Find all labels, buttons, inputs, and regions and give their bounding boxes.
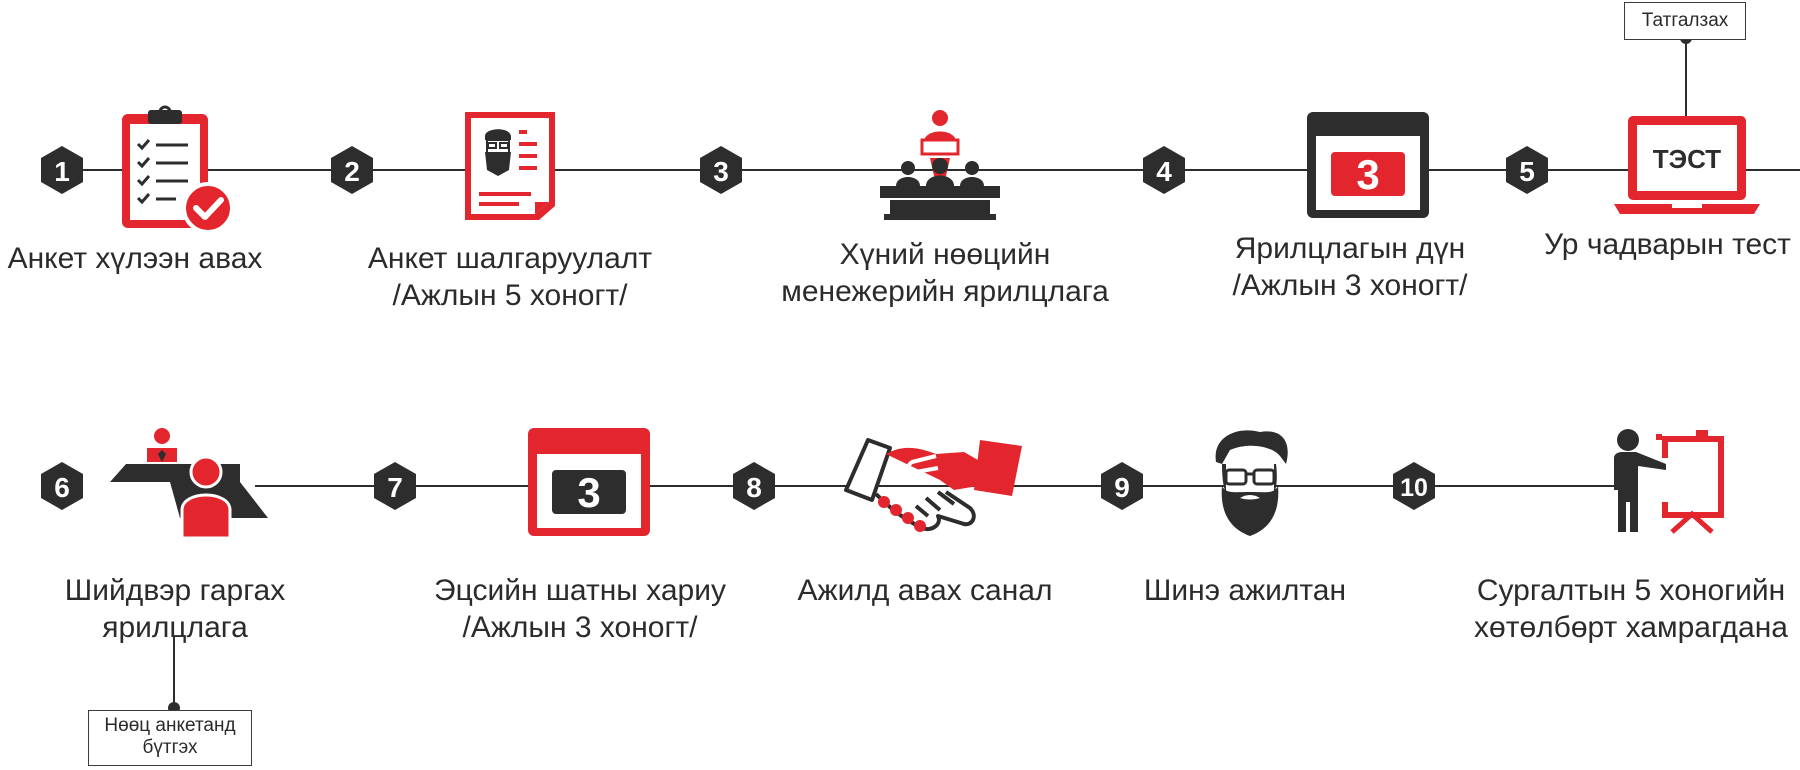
step-badge-7: 7	[374, 462, 416, 510]
step-badge-10: 10	[1393, 462, 1435, 510]
step-label-line: Ур чадварын тест	[1544, 228, 1791, 261]
step-label-6: Шийдвэр гаргах ярилцлага	[45, 572, 305, 646]
svg-text:8: 8	[746, 472, 762, 503]
step-label-line: Сургалтын 5 хоногийн	[1476, 574, 1786, 607]
step-label-line: /Ажлын 5 хоногт/	[392, 279, 628, 312]
step-badge-1: 1	[41, 146, 83, 194]
svg-text:7: 7	[387, 472, 403, 503]
clipboard-check-icon	[122, 105, 234, 234]
svg-text:10: 10	[1400, 474, 1428, 502]
step-badge-4: 4	[1143, 146, 1185, 194]
training-presenter-icon	[1614, 429, 1728, 534]
step-label-line: Анкет шалгаруулалт	[367, 242, 653, 275]
reserve-note-line: Нөөц анкетанд	[104, 715, 236, 736]
step-label-line: Эцсийн шатны хариу	[434, 574, 726, 607]
svg-text:6: 6	[54, 472, 70, 503]
step-badge-5: 5	[1506, 146, 1548, 194]
laptop-test-icon: ТЭСТ	[1614, 116, 1760, 214]
step-label-line: менежерийн ярилцлага	[781, 275, 1109, 308]
step-badge-8: 8	[733, 462, 775, 510]
step-badge-6: 6	[41, 462, 83, 510]
handshake-icon	[844, 438, 1022, 532]
laptop-screen-text: ТЭСТ	[1653, 144, 1722, 174]
decision-interview-icon	[110, 428, 268, 540]
step-label-7: Эцсийн шатны хариу /Ажлын 3 хоногт/	[410, 572, 750, 646]
step-badge-2: 2	[331, 146, 373, 194]
step-label-5: Ур чадварын тест	[1535, 226, 1800, 263]
step-label-line: Шинэ ажилтан	[1143, 574, 1347, 607]
step-label-line: Анкет хүлээн авах	[7, 242, 263, 275]
step-label-line: ярилцлага	[102, 611, 248, 644]
step-label-2: Анкет шалгаруулалт /Ажлын 5 хоногт/	[350, 240, 670, 314]
step-label-10: Сургалтын 5 хоногийн хөтөлбөрт хамрагдан…	[1462, 572, 1800, 646]
panel-interview-icon	[880, 110, 1000, 220]
step-label-9: Шинэ ажилтан	[1130, 572, 1360, 609]
step-badge-3: 3	[700, 146, 742, 194]
step-label-line: Хүний нөөцийн	[839, 238, 1051, 271]
reserve-note: Нөөц анкетанд бүтгэх	[88, 710, 252, 766]
calendar-digit: 3	[577, 469, 600, 516]
calendar-3-icon: 3	[1307, 112, 1429, 218]
svg-text:9: 9	[1114, 472, 1130, 503]
reserve-note-line: бүтгэх	[142, 737, 198, 758]
step-label-line: Ажилд авах санал	[797, 574, 1053, 607]
step-label-line: /Ажлын 3 хоногт/	[1232, 269, 1468, 302]
svg-text:3: 3	[713, 156, 729, 187]
step-label-4: Ярилцлагын дүн /Ажлын 3 хоногт/	[1200, 230, 1500, 304]
svg-text:1: 1	[54, 156, 70, 187]
step-label-line: Шийдвэр гаргах	[64, 574, 286, 607]
resume-icon	[465, 112, 555, 220]
svg-text:4: 4	[1156, 156, 1172, 187]
step-label-line: Ярилцлагын дүн	[1234, 232, 1466, 265]
step-badge-9: 9	[1101, 462, 1143, 510]
reject-note-text: Татгалзах	[1641, 10, 1729, 31]
calendar-digit: 3	[1356, 151, 1379, 198]
bearded-man-icon	[1215, 430, 1288, 536]
step-label-1: Анкет хүлээн авах	[0, 240, 280, 277]
step-label-8: Ажилд авах санал	[780, 572, 1070, 609]
calendar-3-icon: 3	[528, 428, 650, 536]
step-label-3: Хүний нөөцийн менежерийн ярилцлага	[765, 236, 1125, 310]
svg-text:5: 5	[1519, 156, 1535, 187]
svg-text:2: 2	[344, 156, 360, 187]
step-label-line: /Ажлын 3 хоногт/	[462, 611, 698, 644]
reject-note: Татгалзах	[1624, 2, 1746, 40]
step-label-line: хөтөлбөрт хамрагдана	[1474, 611, 1788, 644]
